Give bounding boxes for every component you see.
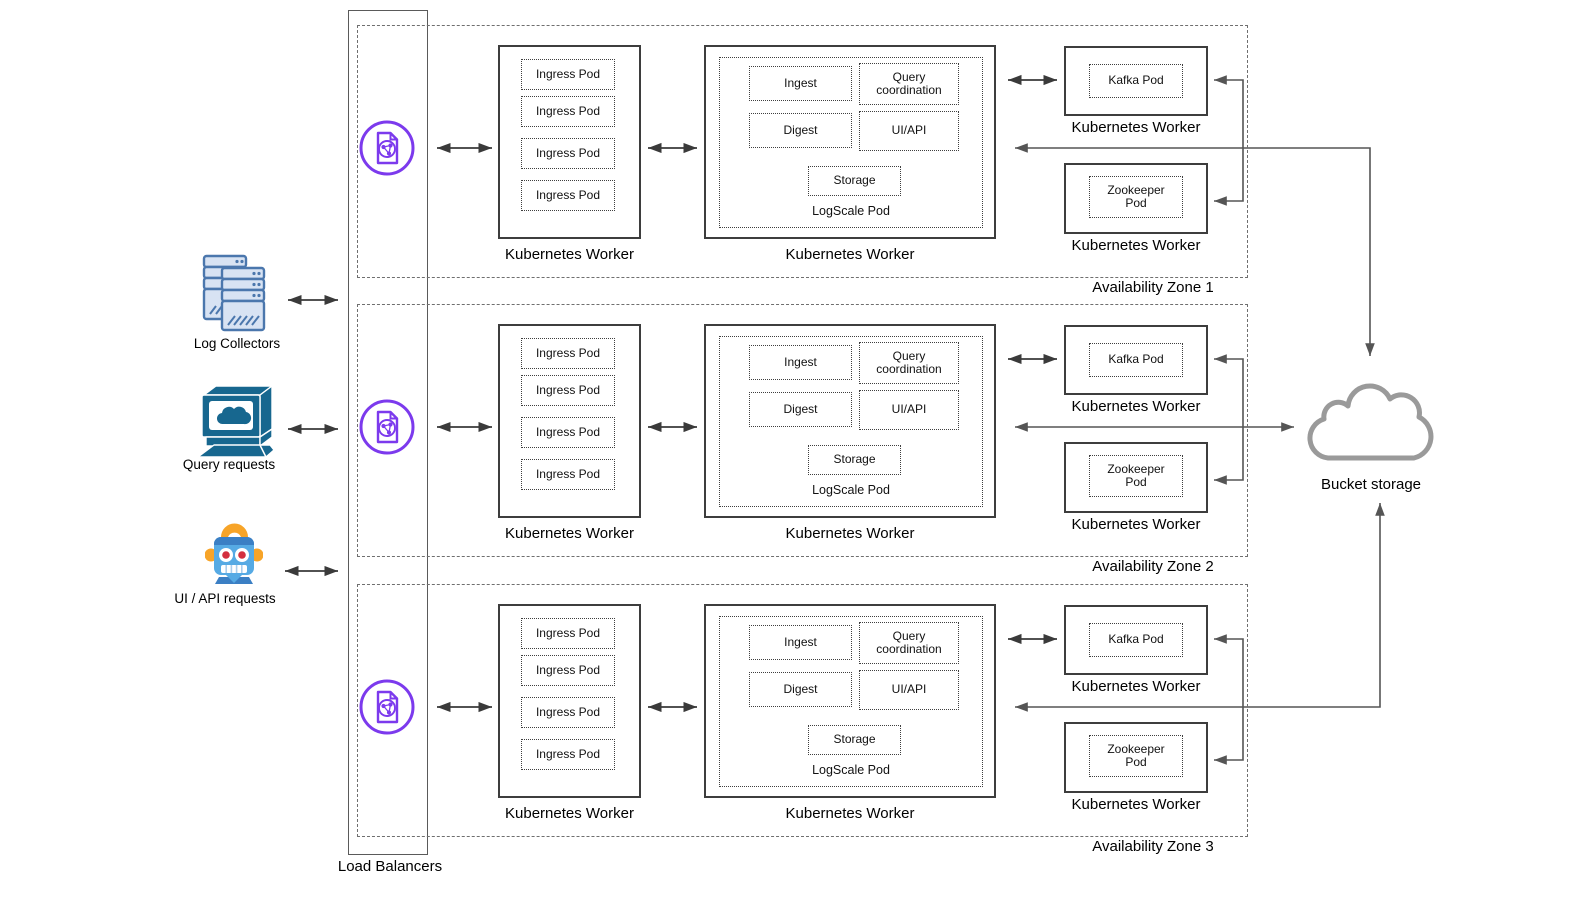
ingress-pod: Ingress Pod bbox=[521, 180, 615, 211]
cloud-icon bbox=[1307, 383, 1434, 461]
availability-zone-2: Ingress Pod Ingress Pod Ingress Pod Ingr… bbox=[357, 304, 1248, 575]
load-balancers-box bbox=[348, 10, 428, 855]
availability-zone-1: Ingress Pod Ingress Pod Ingress Pod Ingr… bbox=[357, 25, 1248, 296]
zookeeper-pod: Zookeeper Pod bbox=[1089, 735, 1183, 777]
logscale-pod-label: LogScale Pod bbox=[812, 483, 890, 497]
storage-component: Storage bbox=[808, 166, 901, 196]
bucket-storage-label: Bucket storage bbox=[1320, 476, 1422, 493]
query-coordination-component: Query coordination bbox=[859, 342, 959, 384]
logscale-pod-label: LogScale Pod bbox=[812, 204, 890, 218]
kafka-pod: Kafka Pod bbox=[1089, 623, 1183, 657]
ingress-pod: Ingress Pod bbox=[521, 338, 615, 369]
worker-label: Kubernetes Worker bbox=[1071, 796, 1201, 813]
kafka-pod: Kafka Pod bbox=[1089, 64, 1183, 98]
load-balancer-icon bbox=[359, 399, 415, 455]
worker-label: Kubernetes Worker bbox=[1071, 516, 1201, 533]
availability-zone-3: Ingress Pod Ingress Pod Ingress Pod Ingr… bbox=[357, 584, 1248, 855]
zone-label: Availability Zone 2 bbox=[1092, 558, 1214, 575]
kafka-worker bbox=[1064, 325, 1208, 395]
zookeeper-pod: Zookeeper Pod bbox=[1089, 176, 1183, 218]
load-balancers-label: Load Balancers bbox=[337, 858, 443, 875]
ingress-pod: Ingress Pod bbox=[521, 417, 615, 448]
query-coordination-component: Query coordination bbox=[859, 622, 959, 664]
ingress-pod: Ingress Pod bbox=[521, 375, 615, 406]
worker-label: Kubernetes Worker bbox=[505, 805, 634, 822]
ingress-pod: Ingress Pod bbox=[521, 655, 615, 686]
ui-api-component: UI/API bbox=[859, 670, 959, 710]
ingest-component: Ingest bbox=[749, 625, 852, 660]
worker-label: Kubernetes Worker bbox=[785, 525, 915, 542]
storage-component: Storage bbox=[808, 445, 901, 475]
ingress-pod: Ingress Pod bbox=[521, 138, 615, 169]
kafka-pod: Kafka Pod bbox=[1089, 343, 1183, 377]
worker-label: Kubernetes Worker bbox=[505, 525, 634, 542]
ingress-pod: Ingress Pod bbox=[521, 59, 615, 90]
worker-label: Kubernetes Worker bbox=[1071, 237, 1201, 254]
zone-label: Availability Zone 3 bbox=[1092, 838, 1214, 855]
server-stack-icon bbox=[202, 254, 266, 332]
ui-api-component: UI/API bbox=[859, 390, 959, 430]
digest-component: Digest bbox=[749, 113, 852, 148]
actor-label: Query requests bbox=[182, 457, 276, 472]
actor-label: Log Collectors bbox=[193, 336, 281, 351]
logscale-pod-label: LogScale Pod bbox=[812, 763, 890, 777]
worker-label: Kubernetes Worker bbox=[785, 805, 915, 822]
load-balancer-icon bbox=[359, 679, 415, 735]
query-coordination-component: Query coordination bbox=[859, 63, 959, 105]
storage-component: Storage bbox=[808, 725, 901, 755]
worker-label: Kubernetes Worker bbox=[1071, 678, 1201, 695]
actor-label: UI / API requests bbox=[174, 591, 276, 606]
worker-label: Kubernetes Worker bbox=[1071, 398, 1201, 415]
ingress-pod: Ingress Pod bbox=[521, 739, 615, 770]
ingress-pod: Ingress Pod bbox=[521, 618, 615, 649]
digest-component: Digest bbox=[749, 672, 852, 707]
load-balancer-icon bbox=[359, 120, 415, 176]
robot-icon bbox=[205, 523, 263, 584]
worker-label: Kubernetes Worker bbox=[785, 246, 915, 263]
worker-label: Kubernetes Worker bbox=[505, 246, 634, 263]
ingest-component: Ingest bbox=[749, 66, 852, 101]
ingress-pod: Ingress Pod bbox=[521, 697, 615, 728]
zookeeper-pod: Zookeeper Pod bbox=[1089, 455, 1183, 497]
ingress-pod: Ingress Pod bbox=[521, 96, 615, 127]
ingest-component: Ingest bbox=[749, 345, 852, 380]
ui-api-component: UI/API bbox=[859, 111, 959, 151]
ingress-pod: Ingress Pod bbox=[521, 459, 615, 490]
zone-label: Availability Zone 1 bbox=[1092, 279, 1214, 296]
query-terminal-icon bbox=[197, 385, 275, 458]
worker-label: Kubernetes Worker bbox=[1071, 119, 1201, 136]
digest-component: Digest bbox=[749, 392, 852, 427]
